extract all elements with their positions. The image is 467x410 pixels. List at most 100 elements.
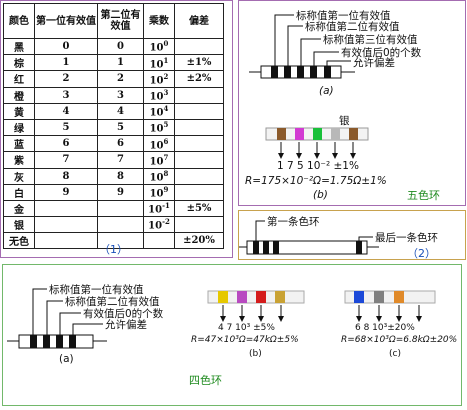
cell-tolerance	[174, 151, 224, 169]
five-band-band-5	[349, 128, 358, 140]
four-label-first-significant: 标称值第一位有效值	[49, 284, 144, 296]
four-b-band-3	[256, 291, 266, 303]
four-fig-c-label: (c)	[389, 349, 401, 359]
five-band-panel: 标称值第一位有效值 标称值第二位有效值 标称值第三位有效值 有效值后0的个数 允…	[238, 0, 466, 206]
cell-color: 绿	[3, 118, 35, 137]
cell-multiplier: 100	[143, 37, 175, 56]
header-tolerance: 偏差	[174, 3, 224, 39]
five-band-digits: 1 7 5 10⁻² ±1%	[277, 160, 359, 172]
multiplier-exponent: 9	[163, 185, 169, 195]
cell-tolerance	[174, 135, 224, 153]
table-caption: （1）	[99, 243, 128, 256]
cell-first-digit: 9	[34, 183, 98, 201]
cell-multiplier: 106	[143, 135, 175, 153]
first-band-panel: 第一条色环 最后一条色环 （2）	[238, 210, 466, 260]
resistor-four-a	[7, 334, 107, 349]
cell-second-digit: 3	[97, 86, 144, 104]
cell-first-digit: 2	[34, 70, 98, 88]
cell-second-digit: 7	[97, 151, 144, 169]
resistor-b	[265, 127, 369, 141]
first-band-label: 第一条色环	[267, 216, 320, 228]
cell-tolerance	[174, 216, 224, 234]
cell-second-digit: 9	[97, 183, 144, 201]
four-fig-b-label: (b)	[249, 349, 262, 359]
cell-multiplier	[143, 232, 175, 250]
cell-tolerance	[174, 86, 224, 104]
last-band-label: 最后一条色环	[375, 232, 438, 244]
multiplier-exponent: 5	[163, 120, 169, 130]
cell-first-digit: 6	[34, 135, 98, 153]
first-band-caption: （2）	[407, 247, 436, 260]
five-band-diagram	[249, 14, 369, 159]
cell-second-digit	[97, 199, 144, 218]
cell-first-digit: 4	[34, 102, 98, 120]
cell-color: 黄	[3, 102, 35, 120]
header-multiplier: 乘数	[143, 3, 175, 39]
cell-multiplier: 101	[143, 54, 175, 72]
cell-tolerance	[174, 167, 224, 185]
multiplier-exponent: 2	[163, 71, 169, 81]
cell-multiplier: 107	[143, 151, 175, 169]
five-band-formula: R=175×10⁻²Ω=1.75Ω±1%	[245, 175, 387, 187]
cell-multiplier: 10-1	[143, 199, 175, 218]
multiplier-exponent: -1	[162, 201, 170, 211]
header-color: 颜色	[3, 3, 35, 39]
cell-second-digit: 6	[97, 135, 144, 153]
multiplier-exponent: -2	[162, 217, 170, 227]
cell-multiplier: 102	[143, 70, 175, 88]
resistor-four-c	[344, 290, 436, 304]
cell-second-digit: 8	[97, 167, 144, 185]
cell-color: 金	[3, 199, 35, 218]
four-fig-a-label: (a)	[59, 353, 74, 365]
four-label-second-significant: 标称值第二位有效值	[65, 296, 160, 308]
four-c-digits: 6 8 10³±20%	[355, 323, 415, 333]
four-c-formula: R=68×10³Ω=6.8kΩ±20%	[341, 335, 458, 345]
cell-first-digit: 5	[34, 118, 98, 137]
cell-multiplier: 104	[143, 102, 175, 120]
four-band-diagram	[7, 288, 436, 349]
silver-label: 银	[339, 115, 350, 127]
cell-tolerance	[174, 118, 224, 137]
cell-multiplier: 105	[143, 118, 175, 137]
cell-multiplier: 103	[143, 86, 175, 104]
cell-color: 银	[3, 216, 35, 234]
cell-color: 棕	[3, 54, 35, 72]
cell-color: 无色	[3, 232, 35, 250]
cell-first-digit	[34, 199, 98, 218]
four-c-band-2	[374, 291, 384, 303]
four-band-panel: 标称值第一位有效值 标称值第二位有效值 有效值后0的个数 允许偏差 (a) 4 …	[2, 264, 462, 406]
cell-color: 灰	[3, 167, 35, 185]
cell-first-digit	[34, 232, 98, 250]
multiplier-exponent: 3	[163, 87, 169, 97]
five-band-band-3	[313, 128, 322, 140]
multiplier-exponent: 8	[163, 168, 169, 178]
cell-first-digit: 8	[34, 167, 98, 185]
four-b-band-4	[275, 291, 285, 303]
cell-tolerance: ±2%	[174, 70, 224, 88]
cell-multiplier: 109	[143, 183, 175, 201]
cell-color: 黑	[3, 37, 35, 56]
cell-multiplier: 10-2	[143, 216, 175, 234]
four-b-band-2	[237, 291, 247, 303]
label-zero-count: 有效值后0的个数	[341, 47, 422, 59]
cell-second-digit	[97, 216, 144, 234]
cell-tolerance	[174, 102, 224, 120]
cell-tolerance	[174, 183, 224, 201]
four-c-band-1	[354, 291, 364, 303]
fig-a-label: (a)	[319, 85, 334, 97]
cell-second-digit: 1	[97, 54, 144, 72]
cell-multiplier: 108	[143, 167, 175, 185]
five-band-band-2	[295, 128, 304, 140]
four-b-band-1	[218, 291, 228, 303]
fig-b-label: (b)	[313, 189, 328, 201]
five-band-band-1	[277, 128, 286, 140]
cell-color: 红	[3, 70, 35, 88]
multiplier-exponent: 1	[163, 55, 169, 65]
